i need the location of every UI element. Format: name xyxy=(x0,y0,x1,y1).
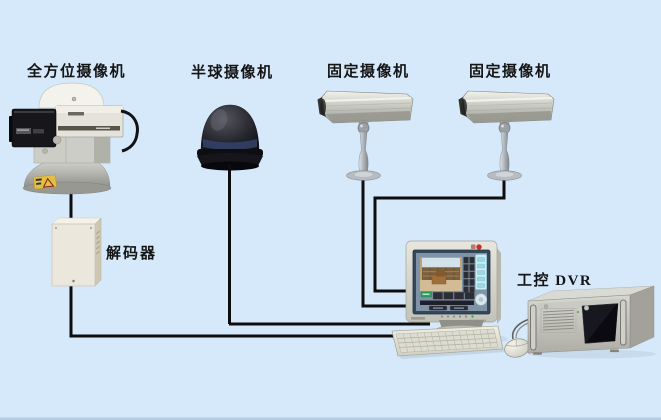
ptz-camera-photo xyxy=(9,82,139,195)
ptz-rear-cable xyxy=(120,109,139,153)
dome-camera-photo xyxy=(197,104,263,324)
dvr-chassis-photo xyxy=(527,285,656,359)
monitor-logo xyxy=(476,244,482,250)
monitor-power-led xyxy=(471,315,474,318)
screen-control-panel xyxy=(474,254,488,306)
label-fixed-camera-2: 固定摄像机 xyxy=(469,64,552,80)
ptz-warning-sticker xyxy=(33,174,57,190)
image-bottom-edge xyxy=(0,417,661,420)
keyboard-key-columns xyxy=(402,329,492,353)
dvr-keylock xyxy=(583,305,590,311)
cable-fixed-camera-1-to-dvr xyxy=(361,180,414,308)
screen-bottom-buttons xyxy=(428,305,469,311)
label-fixed-camera-1: 固定摄像机 xyxy=(327,64,410,80)
fixed-camera-lens xyxy=(320,99,326,115)
fixed-camera-stem xyxy=(358,131,369,173)
ptz-lens xyxy=(11,108,57,148)
decoder-photo xyxy=(51,217,102,287)
label-dvr: 工控 DVR xyxy=(517,273,593,289)
dvr-vents xyxy=(542,309,575,331)
cable-fixed-camera-2-to-dvr xyxy=(373,180,506,293)
label-ptz-camera: 全方位摄像机 xyxy=(27,64,127,80)
fixed-camera-photo xyxy=(317,90,414,181)
ptz-bracket xyxy=(38,82,105,109)
screen-channel-grid xyxy=(432,256,475,300)
dvr-handle-left xyxy=(530,304,537,351)
label-decoder: 解码器 xyxy=(106,246,158,262)
decoder-vents xyxy=(96,230,100,255)
label-dome-camera: 半球摄像机 xyxy=(191,65,274,81)
keyboard-photo xyxy=(391,325,506,359)
monitor-front-controls xyxy=(440,315,474,318)
dvr-handle-right xyxy=(620,299,627,346)
fixed-camera-photo-2 xyxy=(457,90,555,182)
screen-live-view xyxy=(420,257,462,291)
dvr-power-led xyxy=(577,311,579,313)
